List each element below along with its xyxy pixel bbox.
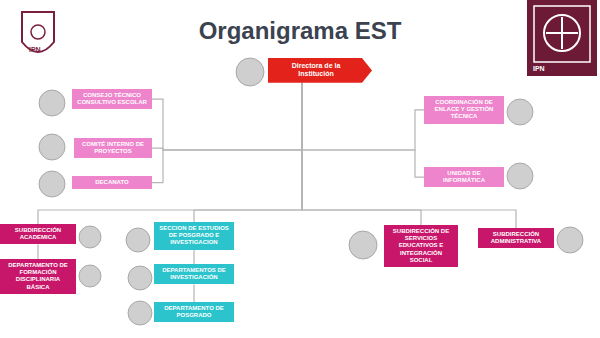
logo-ring xyxy=(544,15,580,51)
org-unit-box: DEPARTAMENTOS DE INVESTIGACIÓN xyxy=(154,264,234,284)
arrow-fill xyxy=(268,58,372,83)
org-unit-box: UNIDAD DE INFORMÁTICA xyxy=(424,167,504,187)
photo xyxy=(507,99,533,125)
org-connector xyxy=(193,250,194,264)
photo xyxy=(79,226,101,248)
unit-name: Directora de la Institución xyxy=(274,62,358,79)
unit-name: SUBDIRECCIÓN DE SERVICIOS EDUCATIVOS E I… xyxy=(388,228,454,264)
org-connector xyxy=(302,83,424,150)
photo xyxy=(128,266,152,290)
unit-name: UNIDAD DE INFORMÁTICA xyxy=(428,170,500,184)
org-unit-box: SUBDIRECCIÓN ADMINISTRATIVA xyxy=(478,228,554,248)
photo xyxy=(39,90,65,116)
logo-emblem xyxy=(31,25,45,39)
school-logo xyxy=(527,0,597,76)
org-unit-box: DEPARTAMENTO DE POSGRADO xyxy=(154,302,234,322)
org-connector xyxy=(302,83,424,177)
org-unit-box: SUBDIRECCIÓN DE SERVICIOS EDUCATIVOS E I… xyxy=(384,225,458,267)
logo-frame xyxy=(534,6,590,62)
org-connector xyxy=(37,244,38,259)
photo xyxy=(39,171,65,197)
photo xyxy=(79,265,101,287)
unit-name: COMITÉ INTERNO DE PROYECTOS xyxy=(78,141,148,155)
org-unit-box: SUBDIRECCIÓN ACADEMICA xyxy=(0,224,76,244)
photo xyxy=(557,227,583,253)
photo xyxy=(126,228,150,252)
chart-title: Organigrama EST xyxy=(150,17,450,45)
photo xyxy=(507,163,533,189)
org-connector xyxy=(302,83,516,228)
org-unit-box: CONSEJO TÉCNICO CONSULTIVO ESCOLAR xyxy=(72,89,152,109)
unit-name: SUBDIRECCIÓN ACADEMICA xyxy=(4,227,72,241)
photo xyxy=(236,58,264,86)
org-unit-box: SECCION DE ESTUDIOS DE POSGRADO E INVEST… xyxy=(154,222,234,250)
org-connector xyxy=(152,83,302,150)
logo-text: IPN xyxy=(29,46,41,53)
org-unit-box: DEPARTAMENTO DE FORMACIÓN DISCIPLINARIA … xyxy=(0,259,76,294)
logo-ground xyxy=(527,0,597,76)
photo xyxy=(349,231,377,259)
unit-name: SUBDIRECCIÓN ADMINISTRATIVA xyxy=(482,231,550,245)
unit-name: DEPARTAMENTOS DE INVESTIGACIÓN xyxy=(158,267,230,281)
logo-cross xyxy=(546,17,578,49)
org-unit-box: COORDINACIÓN DE ENLACE Y GESTIÓN TÉCNICA xyxy=(424,96,504,124)
logo-shield xyxy=(22,12,54,52)
unit-name: COORDINACIÓN DE ENLACE Y GESTIÓN TÉCNICA xyxy=(428,99,500,121)
logo-text: IPN xyxy=(533,65,545,72)
ipn-logo xyxy=(22,12,54,52)
org-connector xyxy=(152,83,302,183)
org-unit-box: COMITÉ INTERNO DE PROYECTOS xyxy=(74,138,152,158)
org-connector xyxy=(194,83,302,222)
org-connector xyxy=(302,83,421,225)
photo xyxy=(128,301,152,325)
org-unit-box: DECANATO xyxy=(72,176,152,189)
unit-name: CONSEJO TÉCNICO CONSULTIVO ESCOLAR xyxy=(76,92,148,106)
org-connector xyxy=(152,83,302,150)
org-connector xyxy=(193,284,194,302)
unit-name: DEPARTAMENTO DE FORMACIÓN DISCIPLINARIA … xyxy=(4,262,72,291)
unit-name: DECANATO xyxy=(95,179,128,186)
org-connector xyxy=(38,83,302,224)
unit-name: DEPARTAMENTO DE POSGRADO xyxy=(158,305,230,319)
unit-name: SECCION DE ESTUDIOS DE POSGRADO E INVEST… xyxy=(158,225,230,247)
photo xyxy=(39,134,65,160)
director-box: Directora de la Institución xyxy=(268,58,372,83)
